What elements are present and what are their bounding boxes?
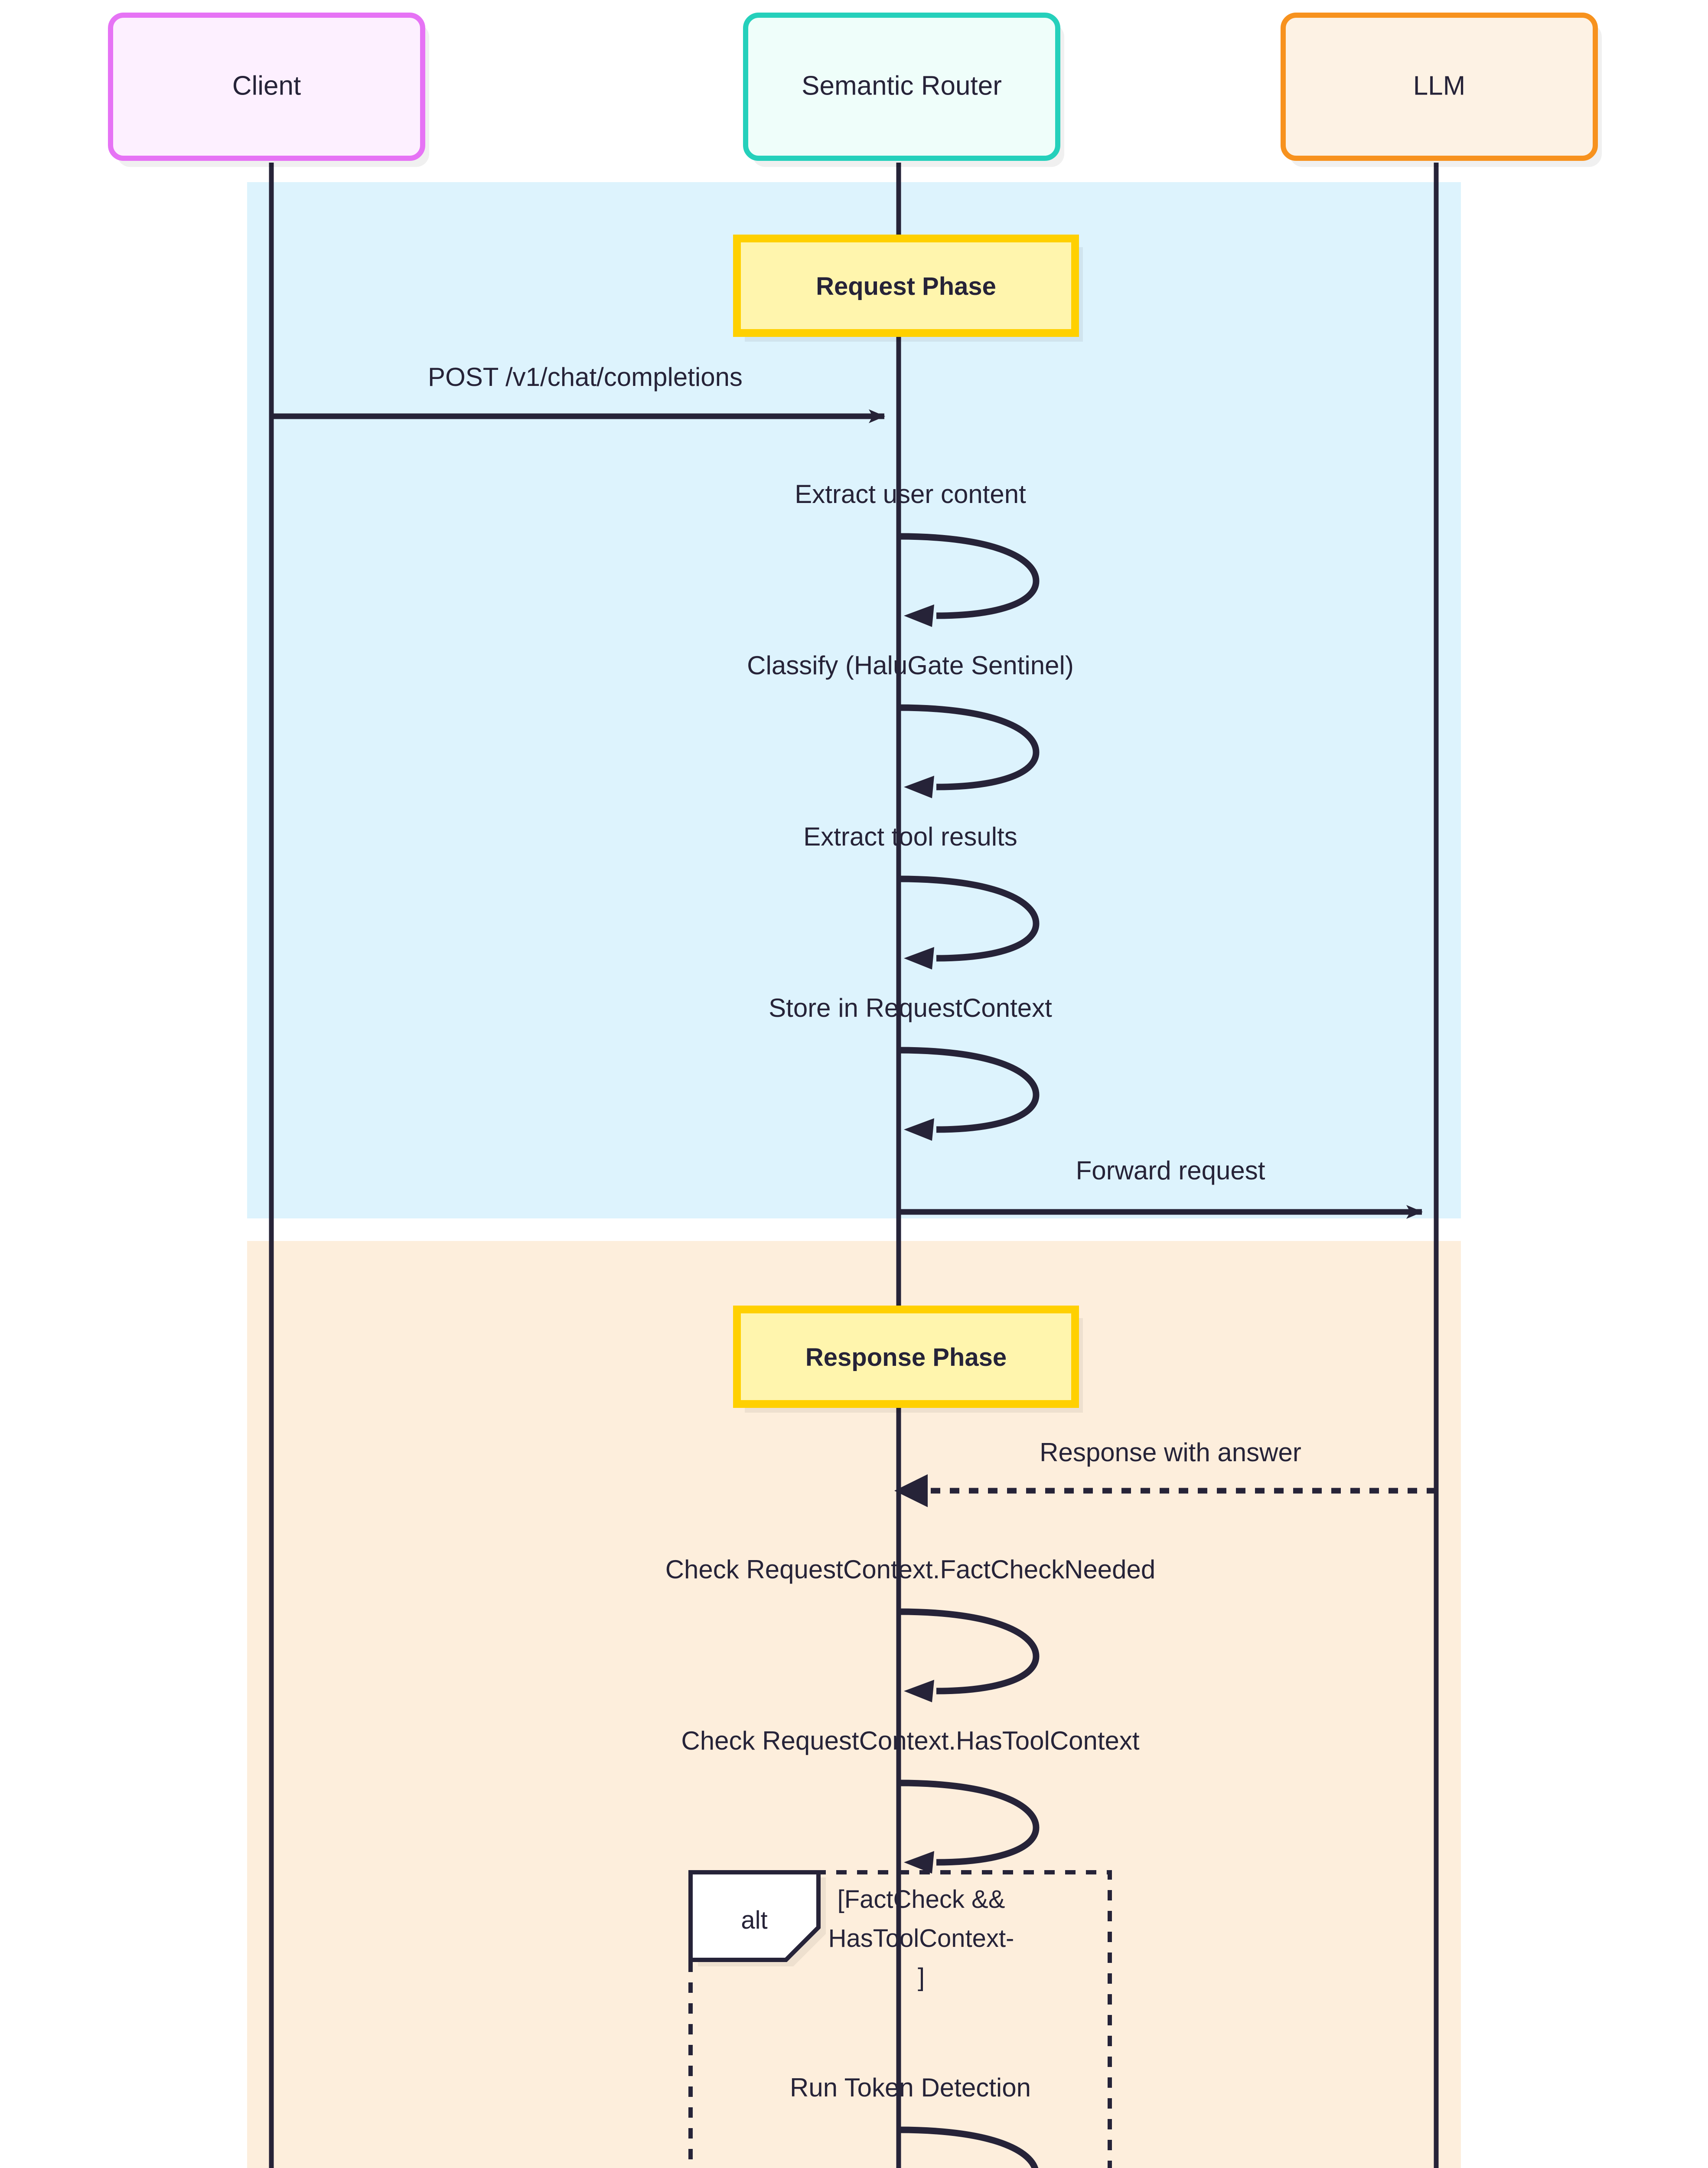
message-m3: Classify (HaluGate Sentinel) (747, 651, 1074, 798)
message-m5-label: Store in RequestContext (769, 993, 1052, 1022)
alt-block-frame (688, 1870, 1112, 2168)
alt-branch1-condition-line2: HasToolContext- (828, 1924, 1014, 1953)
alt-branch1-condition-line1: [FactCheck && (838, 1885, 1005, 1913)
message-m1: POST /v1/chat/completions (271, 362, 885, 423)
note-response-phase: Response Phase (733, 1306, 1083, 1413)
message-m9-label: Check RequestContext.HasToolContext (681, 1726, 1140, 1755)
message-m7-label: Response with answer (1040, 1438, 1301, 1467)
message-m6: Forward request (899, 1156, 1423, 1219)
note-response-phase-label: Response Phase (805, 1343, 1007, 1371)
alt-tag-label: alt (741, 1906, 767, 1934)
message-m3-label: Classify (HaluGate Sentinel) (747, 651, 1074, 680)
message-m8: Check RequestContext.FactCheckNeeded (665, 1555, 1156, 1702)
message-m10-label: Run Token Detection (790, 2073, 1031, 2102)
actor-label-router-top: Semantic Router (802, 71, 1002, 101)
actor-label-client-top: Client (232, 71, 301, 101)
alt-tag-box (688, 1870, 821, 1962)
actor-label-llm-top: LLM (1413, 71, 1466, 101)
actor-box-router-top[interactable]: Semantic Router (743, 13, 1064, 167)
alt-branch1-condition-line3: ] (918, 1963, 925, 1992)
message-m2: Extract user content (795, 480, 1040, 627)
message-m8-label: Check RequestContext.FactCheckNeeded (665, 1555, 1156, 1584)
message-m5: Store in RequestContext (769, 993, 1052, 1141)
message-m4: Extract tool results (803, 822, 1040, 970)
message-m4-label: Extract tool results (803, 822, 1017, 851)
request-phase-background (247, 182, 1461, 1218)
note-request-phase: Request Phase (733, 235, 1083, 342)
actor-box-llm-top[interactable]: LLM (1281, 13, 1602, 167)
actor-box-client-top[interactable]: Client (108, 13, 429, 167)
message-m7: Response with answer (894, 1438, 1436, 1507)
note-request-phase-label: Request Phase (816, 272, 996, 300)
message-m10: Run Token Detection (790, 2073, 1039, 2168)
message-m6-label: Forward request (1076, 1156, 1265, 1185)
message-m1-label: POST /v1/chat/completions (428, 362, 743, 392)
message-m2-label: Extract user content (795, 480, 1026, 509)
message-m9: Check RequestContext.HasToolContext (681, 1726, 1140, 1874)
alt-block: alt [FactCheck && HasToolContext- ] Run … (688, 1870, 1112, 2168)
